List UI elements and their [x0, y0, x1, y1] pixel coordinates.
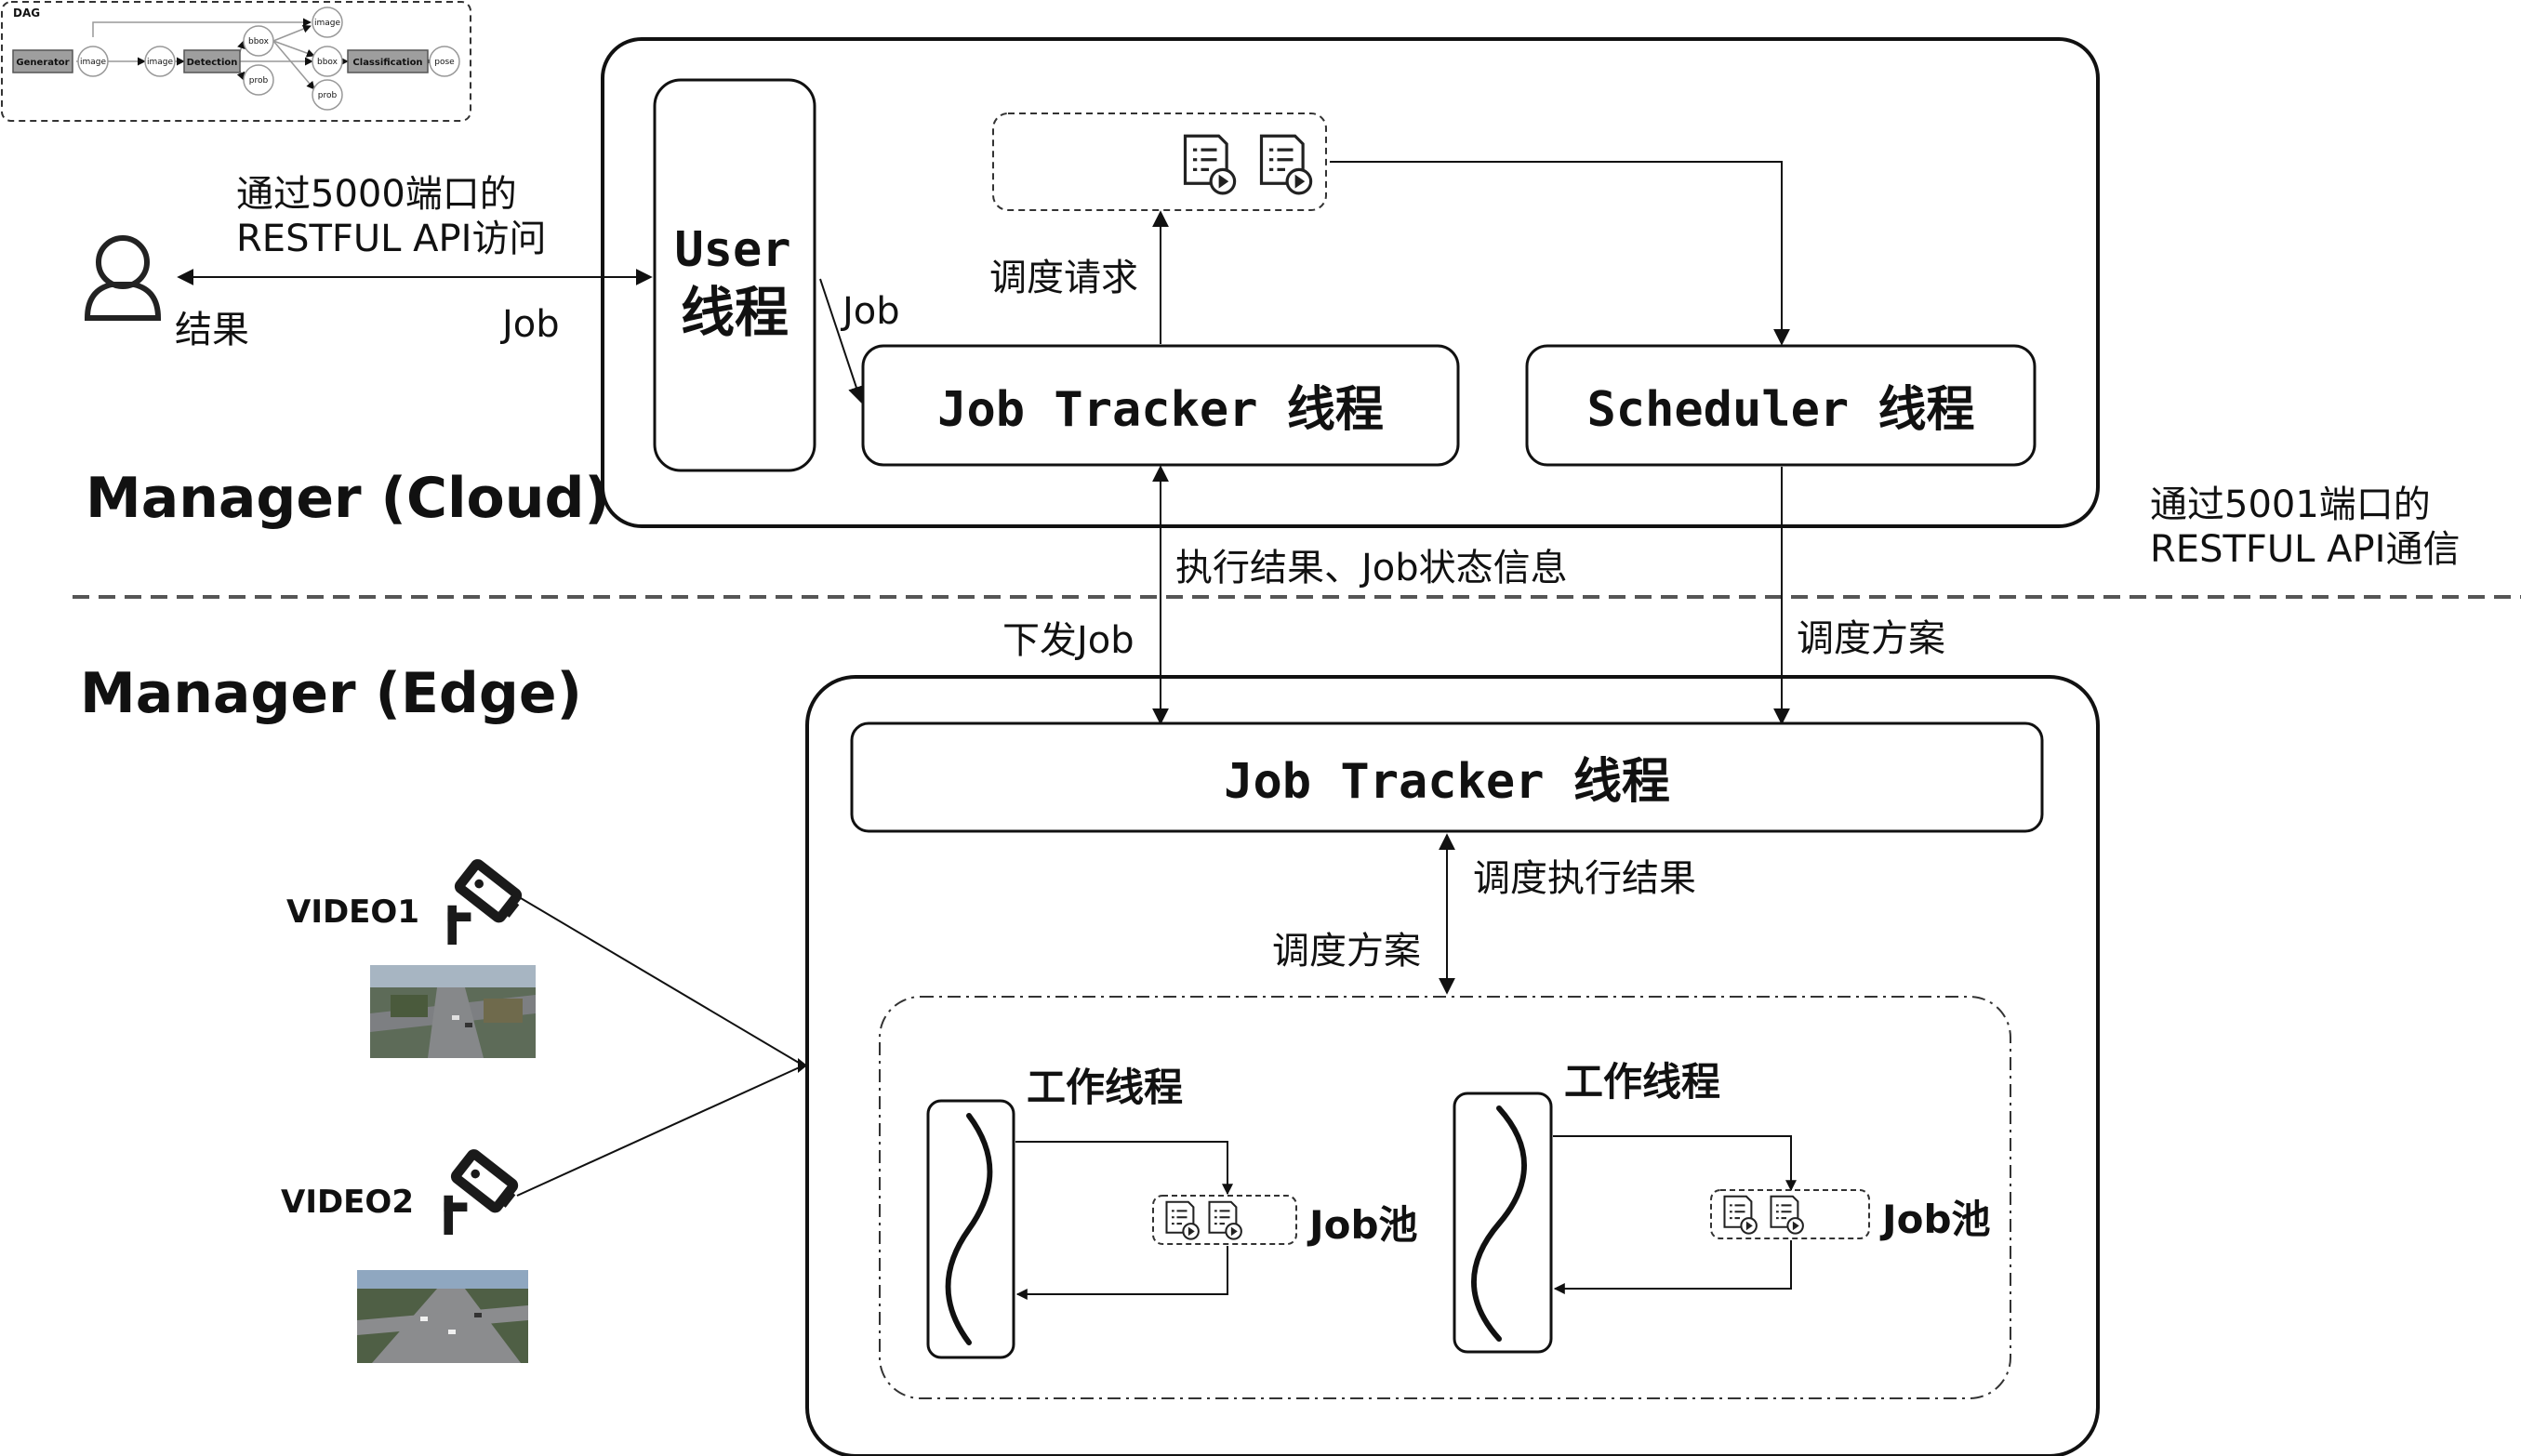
camera1-icon: [447, 863, 524, 945]
schedule-exec-result-label: 调度执行结果: [1473, 857, 1696, 900]
dag-bbox-mid: bbox: [317, 58, 338, 67]
access-line2: RESTFUL API访问: [236, 218, 546, 260]
cloud-manager-box: [601, 37, 2100, 528]
user-thread-line1: User: [674, 222, 790, 278]
edge-job-tracker-box: [850, 721, 2044, 833]
schedule-plan-label: 调度方案: [1797, 617, 1945, 660]
dag-classification-node: [347, 49, 429, 73]
camera2-icon: [444, 1153, 520, 1235]
scheduler-label: Scheduler 线程: [1586, 382, 1974, 438]
worker1-return-arrow: [1015, 1246, 1228, 1300]
dag-classification-label: Classification: [352, 58, 422, 68]
user-thread-box: [653, 78, 816, 472]
dag-prob-bot: prob: [318, 91, 338, 100]
pool2-doc-icon-2: [1770, 1195, 1804, 1235]
pool1-doc-icon-1: [1165, 1200, 1200, 1240]
dag-title: DAG: [13, 7, 40, 20]
dag-inset: DAG Generator image image Detection bbox: [1, 1, 471, 122]
edge-manager-box: [805, 675, 2100, 1456]
port-line2: RESTFUL API通信: [2150, 528, 2460, 571]
scheduler-box: [1525, 344, 2037, 467]
dag-detection-label: Detection: [187, 58, 238, 68]
dag-generator-node: [12, 49, 73, 73]
video1-stream-line: [520, 897, 804, 1066]
cloud-job-tracker-box: [861, 344, 1460, 467]
user-to-tracker-arrow: [819, 278, 865, 404]
exec-result-label: 执行结果、Job状态信息: [1175, 547, 1568, 589]
client-user-icon: [84, 235, 162, 321]
access-line1: 通过5000端口的: [236, 173, 517, 216]
worker1-fetch-arrow: [1015, 1141, 1233, 1196]
dag-image-top: image: [314, 19, 340, 28]
edge-section-label: Manager (Edge): [80, 661, 582, 726]
job-doc-icon-2: [1259, 134, 1313, 195]
job-pool1-box: [1152, 1195, 1297, 1245]
client-job-label: Job: [499, 303, 560, 346]
video2-label: VIDEO2: [281, 1184, 414, 1221]
dag-image-in: image: [80, 58, 106, 67]
queue-to-scheduler-arrow: [1330, 161, 1790, 346]
worker1-label: 工作线程: [1027, 1065, 1183, 1110]
edge-job-tracker-label: Job Tracker 线程: [1224, 754, 1670, 810]
stream-merge-arrowhead: [798, 1058, 807, 1073]
dag-bbox-top: bbox: [248, 37, 270, 46]
video2-thumbnail: [357, 1270, 528, 1363]
pool2-doc-icon-1: [1723, 1195, 1758, 1235]
video1-label: VIDEO1: [286, 893, 419, 931]
dag-detection-node: [183, 49, 241, 73]
cloud-section-label: Manager (Cloud): [86, 466, 610, 531]
dag-frame: [1, 1, 471, 122]
worker2-label: 工作线程: [1564, 1059, 1720, 1105]
worker2-fetch-arrow: [1553, 1135, 1797, 1192]
pool1-label: Job池: [1307, 1202, 1418, 1248]
job-arrow-label: Job: [840, 290, 900, 333]
worker-pool-box: [879, 996, 2011, 1399]
dag-image-mid: image: [147, 58, 173, 67]
job-pool2-box: [1710, 1189, 1870, 1239]
worker2-return-arrow: [1553, 1240, 1792, 1294]
edge-schedule-plan-label: 调度方案: [1272, 930, 1421, 973]
video1-thumbnail: [370, 965, 536, 1058]
job-queue-box: [992, 113, 1327, 211]
dag-prob-mid: prob: [249, 76, 269, 86]
result-label: 结果: [175, 309, 249, 351]
dag-pose: pose: [434, 58, 455, 67]
worker1-thread-wave: [945, 1113, 993, 1345]
schedule-request-label: 调度请求: [989, 257, 1138, 299]
pool2-label: Job池: [1879, 1197, 1991, 1242]
dispatch-job-label: 下发Job: [1002, 619, 1134, 662]
cloud-job-tracker-label: Job Tracker 线程: [937, 382, 1384, 438]
pool1-doc-icon-2: [1208, 1200, 1242, 1240]
dag-generator-label: Generator: [16, 58, 69, 68]
user-thread-line2: 线程: [681, 281, 789, 344]
port-line1: 通过5001端口的: [2150, 483, 2431, 526]
worker2-thread-wave: [1471, 1105, 1527, 1342]
job-doc-icon-1: [1183, 134, 1237, 195]
video2-stream-line: [516, 1065, 804, 1197]
